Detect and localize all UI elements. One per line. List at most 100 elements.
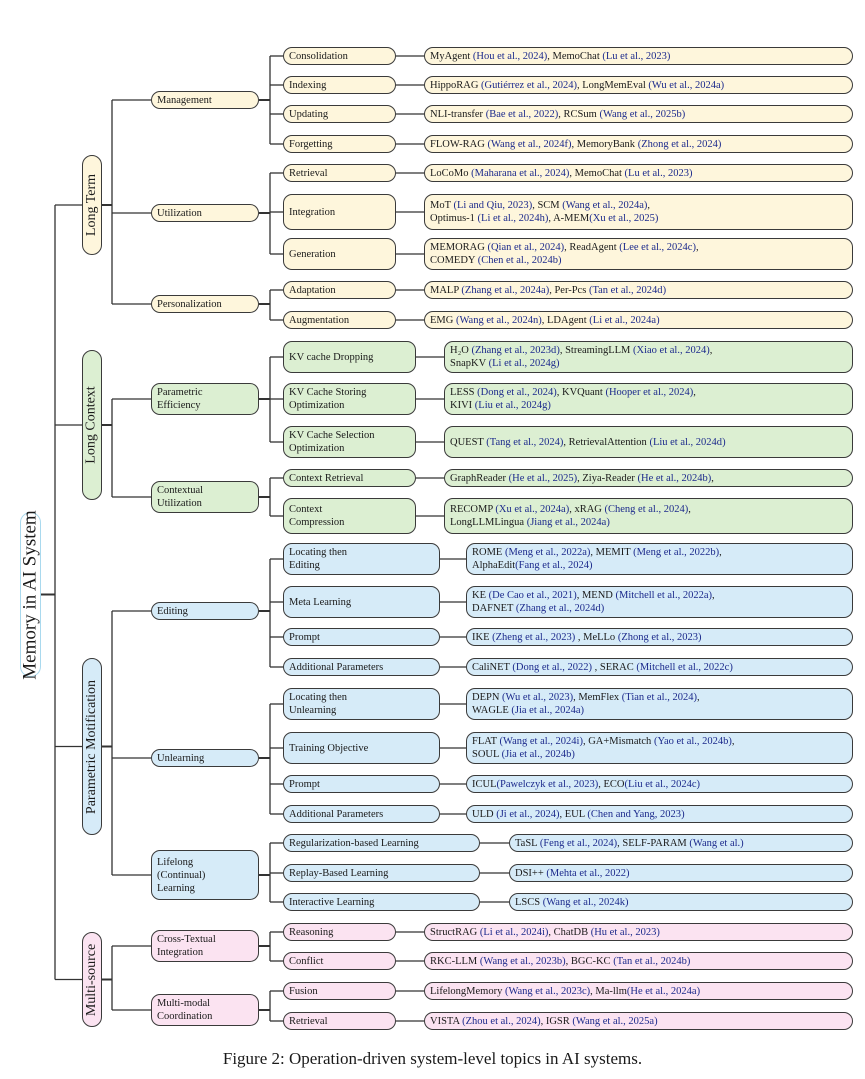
topic-label-line: Locating then xyxy=(289,547,348,558)
citation-link[interactable]: Zheng et al., 2023 xyxy=(495,631,572,643)
citation-link[interactable]: He et al., 2024b xyxy=(641,472,708,484)
citation-link[interactable]: Zhou et al., 2024 xyxy=(465,1015,538,1027)
group-label-line: Integration xyxy=(157,947,204,958)
citation-link[interactable]: Xiao et al., 2024 xyxy=(636,345,707,356)
group-editing: Editing xyxy=(151,602,259,620)
group-label-line: Unlearning xyxy=(157,752,205,764)
citation-link[interactable]: Tan et al., 2024d xyxy=(592,284,663,296)
citation-link[interactable]: Wang et al., 2023c xyxy=(508,985,587,997)
reference-list: LifelongMemory (Wang et al., 2023c), Ma-… xyxy=(424,982,853,1000)
reference-list: StructRAG (Li et al., 2024i), ChatDB (Hu… xyxy=(424,923,853,941)
citation-link[interactable]: Tang et al., 2024 xyxy=(489,436,560,448)
citation-link[interactable]: Chen and Yang, 2023 xyxy=(590,808,682,820)
citation-link[interactable]: Dong et al., 2022 xyxy=(515,661,589,673)
reference-list: HippoRAG (Gutiérrez et al., 2024), LongM… xyxy=(424,76,853,94)
citation-link[interactable]: Zhang et al., 2024a xyxy=(464,284,546,296)
method-name: RetrievalAttention xyxy=(568,436,650,448)
method-name: MoT xyxy=(430,200,454,211)
citation-link[interactable]: Meng et al., 2022a xyxy=(508,547,587,558)
topic-label-line: Indexing xyxy=(289,79,327,91)
citation-link[interactable]: Hu et al., 2023 xyxy=(594,926,657,938)
citation-link[interactable]: Liu et al., 2024g xyxy=(478,400,548,411)
citation-link[interactable]: Wang et al., 2024i xyxy=(503,736,580,747)
citation-link[interactable]: Li et al., 2024a xyxy=(592,314,657,326)
citation-link[interactable]: Hou et al., 2024 xyxy=(476,50,544,62)
citation-link[interactable]: Zhong et al., 2023 xyxy=(621,631,699,643)
citation-link[interactable]: Zhong et al., 2024 xyxy=(641,138,718,150)
citation-link[interactable]: Wang et al. xyxy=(692,837,741,849)
citation-link[interactable]: Zhang et al., 2024d xyxy=(519,603,601,614)
reference-list: MyAgent (Hou et al., 2024), MemoChat (Lu… xyxy=(424,47,853,65)
method-name: FLAT xyxy=(472,736,500,747)
reference-list: MEMORAG (Qian et al., 2024), ReadAgent (… xyxy=(424,238,853,270)
citation-link[interactable]: Qian et al., 2024 xyxy=(490,242,561,253)
citation-link[interactable]: Jiang et al., 2024a xyxy=(530,517,607,528)
citation-link[interactable]: Maharana et al., 2024 xyxy=(474,167,566,179)
citation-link[interactable]: Liu et al., 2024c xyxy=(628,778,697,790)
citation-link[interactable]: Li and Qiu, 2023 xyxy=(456,200,529,211)
citation-link[interactable]: He et al., 2024a xyxy=(630,985,697,997)
citation-link[interactable]: Tian et al., 2024 xyxy=(625,692,694,703)
citation-link[interactable]: Mitchell et al., 2022a xyxy=(618,590,709,601)
citation-link[interactable]: Chen et al., 2024b xyxy=(481,255,558,266)
citation-link[interactable]: Wang et al., 2024f xyxy=(490,138,568,150)
citation-link[interactable]: Cheng et al., 2024 xyxy=(608,504,685,515)
citation-link[interactable]: Wang et al., 2024a xyxy=(565,200,644,211)
method-name: MyAgent xyxy=(430,50,473,62)
topic-label-line: Retrieval xyxy=(289,167,328,179)
citation-link[interactable]: Mehta et al., 2022 xyxy=(549,867,626,879)
category-label: Parametric Motification xyxy=(84,679,99,814)
citation-link[interactable]: Wang et al., 2023b xyxy=(483,955,563,967)
citation-link[interactable]: Li et al., 2024i xyxy=(483,926,545,938)
topic-replay-based-learning: Replay-Based Learning xyxy=(283,864,480,882)
citation-link[interactable]: Gutiérrez et al., 2024 xyxy=(484,79,574,91)
citation-link[interactable]: Pawelczyk et al., 2023 xyxy=(500,778,595,790)
reference-list: LoCoMo (Maharana et al., 2024), MemoChat… xyxy=(424,164,853,182)
citation-link[interactable]: He et al., 2025 xyxy=(512,472,574,484)
citation-link[interactable]: Wu et al., 2024a xyxy=(651,79,721,91)
citation-link[interactable]: Hooper et al., 2024 xyxy=(608,387,690,398)
method-name: GraphReader xyxy=(450,472,509,484)
citation-link[interactable]: Tan et al., 2024b xyxy=(616,955,687,967)
reference-list: CaliNET (Dong et al., 2022) , SERAC (Mit… xyxy=(466,658,853,676)
citation-link[interactable]: Wang et al., 2025b xyxy=(602,108,682,120)
citation-link[interactable]: Yao et al., 2024b xyxy=(657,736,729,747)
citation-link[interactable]: Feng et al., 2024 xyxy=(543,837,614,849)
citation-link[interactable]: Wang et al., 2024n xyxy=(459,314,539,326)
citation-link[interactable]: Wu et al., 2023 xyxy=(505,692,570,703)
reference-list: LESS (Dong et al., 2024), KVQuant (Hoope… xyxy=(444,383,853,415)
citation-link[interactable]: Bae et al., 2022 xyxy=(489,108,555,120)
citation-link[interactable]: Zhang et al., 2023d xyxy=(474,345,557,356)
citation-link[interactable]: Ji et al., 2024 xyxy=(499,808,557,820)
topic-label-line: Context Retrieval xyxy=(289,472,364,484)
method-name: KVQuant xyxy=(562,387,606,398)
citation-link[interactable]: Li et al., 2024g xyxy=(492,358,556,369)
citation-link[interactable]: Lu et al., 2023 xyxy=(628,167,689,179)
method-name: Optimus-1 xyxy=(430,213,478,224)
citation-link[interactable]: Dong et al., 2024 xyxy=(480,387,554,398)
topic-integration: Integration xyxy=(283,194,396,230)
citation-link[interactable]: Xu et al., 2024a xyxy=(498,504,566,515)
topic-label-line: Adaptation xyxy=(289,284,336,296)
citation-link[interactable]: Wang et al., 2024k xyxy=(546,896,625,908)
method-name: COMEDY xyxy=(430,255,478,266)
citation-link[interactable]: Liu et al., 2024d xyxy=(652,436,723,448)
citation-link[interactable]: Lu et al., 2023 xyxy=(605,50,667,62)
topic-additional-parameters: Additional Parameters xyxy=(283,658,440,676)
group-personalization: Personalization xyxy=(151,295,259,313)
citation-link[interactable]: Meng et al., 2022b xyxy=(636,547,716,558)
citation-link[interactable]: Mitchell et al., 2022c xyxy=(639,661,730,673)
citation-link[interactable]: De Cao et al., 2021 xyxy=(492,590,574,601)
citation-link[interactable]: Lee et al., 2024c xyxy=(622,242,693,253)
category-long-context: Long Context xyxy=(82,350,102,500)
method-name: SELF-PARAM xyxy=(622,837,690,849)
citation-link[interactable]: Wang et al., 2025a xyxy=(575,1015,655,1027)
citation-link[interactable]: Jia et al., 2024a xyxy=(514,705,581,716)
citation-link[interactable]: Xu et al., 2025 xyxy=(592,213,655,224)
group-management: Management xyxy=(151,91,259,109)
method-name: MEMORAG xyxy=(430,242,488,253)
citation-link[interactable]: Fang et al., 2024 xyxy=(518,560,589,571)
citation-link[interactable]: Li et al., 2024h xyxy=(481,213,545,224)
citation-link[interactable]: Jia et al., 2024b xyxy=(505,749,572,760)
